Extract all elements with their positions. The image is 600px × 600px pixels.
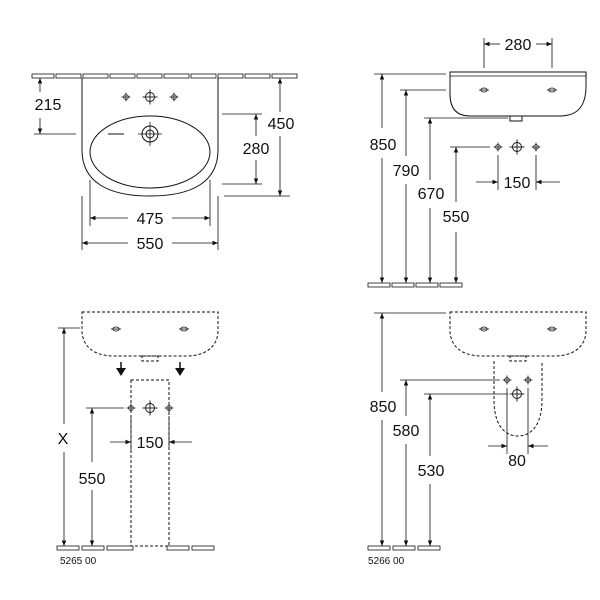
dim-580-label: 580 xyxy=(393,423,420,440)
supply-pedestal-right-icon xyxy=(164,403,174,413)
pedestal-dashed xyxy=(130,379,170,547)
tap-hole-center-icon xyxy=(142,89,158,105)
mount-hole-right-icon xyxy=(546,87,558,93)
floor-line-semi xyxy=(367,545,441,551)
waste-semi-icon xyxy=(509,386,525,402)
front-view: 215 450 280 475 550 xyxy=(31,73,298,253)
basin-outline-side xyxy=(449,71,587,117)
dim-850-semi-label: 850 xyxy=(370,399,397,416)
arrow-down-right-icon xyxy=(175,362,185,376)
supply-left-icon xyxy=(493,142,503,152)
dim-280-side-label: 280 xyxy=(505,37,532,54)
supply-semi-left-icon xyxy=(502,375,512,385)
arrow-down-left-icon xyxy=(116,362,126,376)
supply-right-icon xyxy=(531,142,541,152)
dim-x-label: X xyxy=(58,431,69,448)
dim-475-label: 475 xyxy=(137,211,164,228)
dim-530-label: 530 xyxy=(418,463,445,480)
drain-stub-side xyxy=(509,115,523,122)
basin-bowl-front xyxy=(89,115,211,189)
basin-outline-front xyxy=(81,78,219,197)
basin-dashed-pedestal xyxy=(81,311,219,357)
supply-pedestal-left-icon xyxy=(126,403,136,413)
product-code-pedestal: 5265 00 xyxy=(60,556,97,567)
mount-hole-pedestal-right-icon xyxy=(178,326,190,332)
waste-pedestal-icon xyxy=(142,400,158,416)
mount-hole-pedestal-left-icon xyxy=(110,326,122,332)
dim-150-side-label: 150 xyxy=(504,175,531,192)
dim-670-label: 670 xyxy=(418,186,445,203)
drain-dashed-pedestal xyxy=(141,355,159,362)
wall-line-front xyxy=(31,73,298,79)
side-view: 280 850 790 670 550 xyxy=(367,37,587,288)
tap-hole-left-icon xyxy=(121,92,131,102)
tap-hole-right-icon xyxy=(169,92,179,102)
drain-dashed-semi xyxy=(509,355,527,362)
dim-790-label: 790 xyxy=(393,163,420,180)
product-code-semi: 5266 00 xyxy=(368,556,405,567)
basin-dashed-semi xyxy=(449,311,587,357)
waste-connection-icon xyxy=(509,139,525,155)
supply-semi-right-icon xyxy=(523,375,533,385)
dim-150-pedestal-label: 150 xyxy=(137,435,164,452)
semi-pedestal-view: 850 580 530 80 5266 00 xyxy=(367,311,587,567)
floor-line-pedestal xyxy=(56,545,215,551)
mount-hole-semi-left-icon xyxy=(478,326,490,332)
overflow-icon xyxy=(108,122,162,146)
dim-450-label: 450 xyxy=(268,116,295,133)
semi-pedestal-dashed xyxy=(493,361,543,437)
pedestal-view: X 550 150 5265 00 xyxy=(56,311,219,567)
dim-550-front-label: 550 xyxy=(137,236,164,253)
dim-850-side-label: 850 xyxy=(370,137,397,154)
mount-hole-left-icon xyxy=(478,87,490,93)
dim-550-side-label: 550 xyxy=(443,209,470,226)
dim-550-pedestal-label: 550 xyxy=(79,471,106,488)
dim-80-label: 80 xyxy=(508,453,526,470)
mount-hole-semi-right-icon xyxy=(546,326,558,332)
floor-line-side xyxy=(367,282,463,288)
dim-215-label: 215 xyxy=(35,97,62,114)
dim-280-front-label: 280 xyxy=(243,141,270,158)
